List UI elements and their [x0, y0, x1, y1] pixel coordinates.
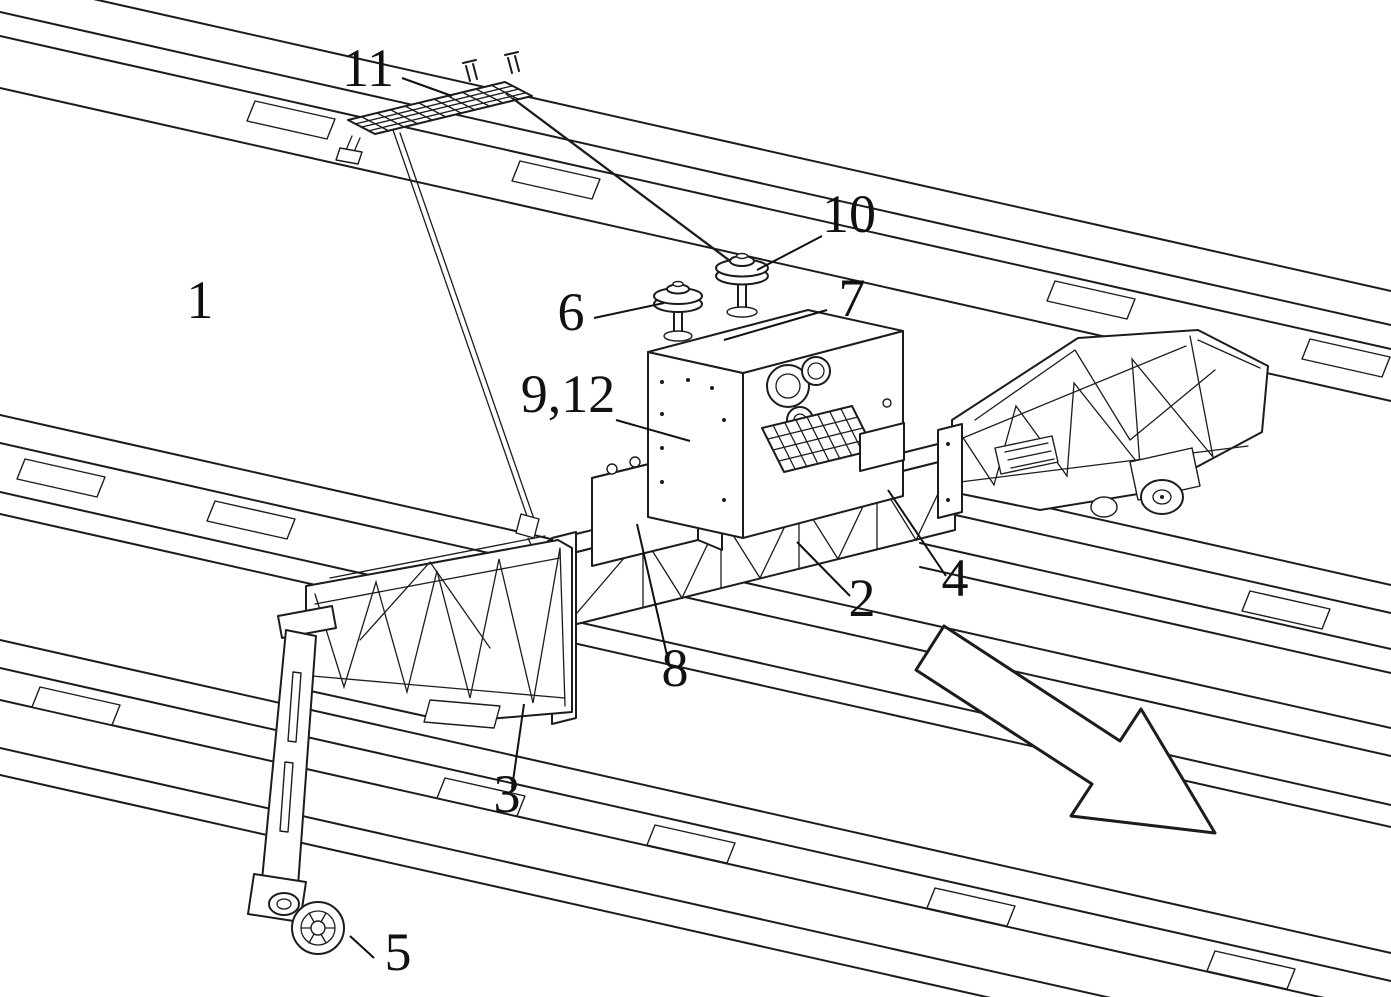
sleeper-blocks: [16, 100, 1391, 990]
beam-end-plate-right: [937, 423, 963, 519]
part-label-2: 2: [849, 568, 876, 628]
leader-line-4: [887, 489, 947, 577]
leader-line-5: [349, 935, 375, 959]
leader-line-8: [636, 523, 670, 665]
part-label-3: 3: [494, 764, 521, 824]
right-lattice-truss: [951, 329, 1269, 518]
part-label-11: 11: [342, 38, 394, 98]
track-right: [919, 478, 1391, 674]
blower-housing-small: [801, 356, 831, 386]
support-arm: [247, 605, 337, 923]
leader-line-2: [796, 541, 851, 597]
engine-unit: [761, 356, 905, 473]
blower-housing: [766, 364, 810, 408]
part-label-1: 1: [187, 270, 214, 330]
rail-wheel-rear: [1090, 496, 1118, 518]
box-knob: [606, 463, 618, 475]
connector-6: [653, 280, 703, 342]
side-cabinet: [859, 422, 905, 472]
leader-line-7: [723, 309, 828, 341]
truss-block: [994, 435, 1059, 475]
part-label-10: 10: [822, 184, 876, 244]
platform-hooks: [462, 51, 520, 82]
leader-line-10: [756, 235, 823, 271]
connector-10: [715, 252, 769, 318]
part-label-6: 6: [558, 282, 585, 342]
hanging-platform: [335, 51, 533, 165]
part-label-8: 8: [662, 638, 689, 698]
left-lattice-truss: [305, 535, 573, 729]
part-label-9,12: 9,12: [521, 364, 616, 424]
box-knob: [629, 456, 641, 468]
part-label-7: 7: [839, 268, 866, 328]
track-overhead-rail: [0, 0, 1391, 402]
leader-line-11: [401, 77, 453, 97]
wheel-motor: [268, 892, 300, 916]
cable-hook: [515, 513, 540, 539]
truss-foot: [423, 699, 501, 729]
direction-arrow-icon: [914, 624, 1217, 835]
leader-line-6: [593, 302, 665, 319]
platform-legs: [345, 135, 361, 153]
leader-line-3: [511, 703, 525, 789]
part-label-5: 5: [385, 922, 412, 982]
leader-line-9,12: [615, 419, 691, 442]
guide-wheel: [291, 901, 345, 955]
part-label-4: 4: [942, 548, 969, 608]
